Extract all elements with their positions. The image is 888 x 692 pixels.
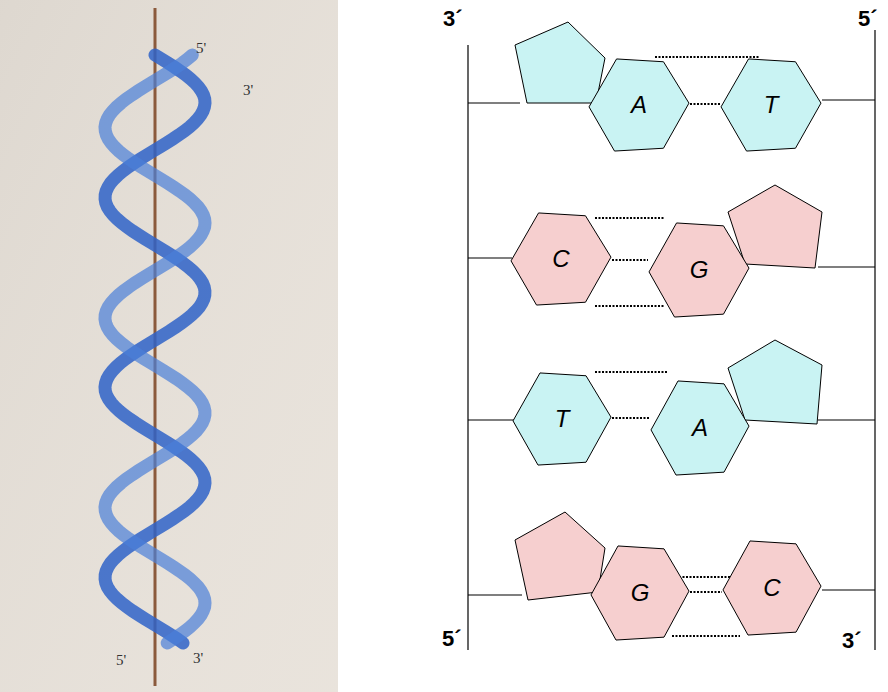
- hydrogen-bond: [595, 305, 665, 307]
- hydrogen-bond: [690, 591, 722, 593]
- backbone: [467, 45, 468, 650]
- base-letter: C: [548, 241, 573, 277]
- base-letter: T: [551, 401, 574, 437]
- hydrogen-bond: [595, 217, 665, 219]
- strand-end-label: 3´: [842, 628, 862, 654]
- hydrogen-bond: [612, 259, 648, 261]
- base-letter: A: [688, 410, 712, 446]
- bond-line: [468, 257, 512, 258]
- helix-strand: [105, 55, 205, 643]
- base-letter: G: [627, 575, 654, 611]
- helix-end-label: 5': [196, 40, 206, 57]
- photo-ground: [0, 0, 338, 692]
- bond-line: [822, 589, 875, 590]
- sugar-pentagon: [728, 185, 822, 268]
- base-hexagon: C: [722, 540, 822, 636]
- sugar-pentagon: [728, 340, 822, 424]
- base-letter: A: [627, 87, 651, 123]
- sugar-pentagon: [515, 512, 605, 600]
- helix-end-label: 5': [116, 652, 126, 669]
- sugar-pentagon: [515, 22, 605, 103]
- strand-end-label: 5´: [442, 626, 462, 652]
- helix-end-label: 3': [193, 650, 203, 667]
- hydrogen-bond: [595, 371, 668, 373]
- backbone: [874, 30, 875, 650]
- helix-end-label: 3': [243, 82, 253, 99]
- base-hexagon: G: [590, 545, 690, 641]
- double-helix: [105, 55, 205, 643]
- strand-end-label: 3´: [443, 6, 463, 32]
- bond-line: [468, 594, 522, 595]
- bond-line: [818, 419, 875, 420]
- base-hexagon: A: [588, 58, 690, 152]
- base-hexagon: T: [720, 58, 822, 152]
- bond-line: [818, 266, 875, 267]
- hydrogen-bond: [655, 56, 760, 58]
- base-hexagon: C: [510, 212, 612, 306]
- base-hexagon: G: [648, 222, 750, 318]
- bond-line: [822, 99, 875, 100]
- hydrogen-bond: [612, 417, 650, 419]
- hydrogen-bond: [672, 635, 740, 637]
- photo-shade: [0, 0, 338, 692]
- hydrogen-bond: [690, 103, 720, 105]
- base-letter: C: [759, 570, 784, 606]
- bond-line: [468, 102, 520, 103]
- base-letter: G: [686, 252, 713, 288]
- bond-line: [468, 419, 514, 420]
- strand-end-label: 5´: [858, 6, 878, 32]
- helix-strand: [105, 55, 205, 643]
- base-hexagon: A: [650, 380, 750, 476]
- base-letter: T: [760, 87, 783, 123]
- base-hexagon: T: [512, 372, 612, 466]
